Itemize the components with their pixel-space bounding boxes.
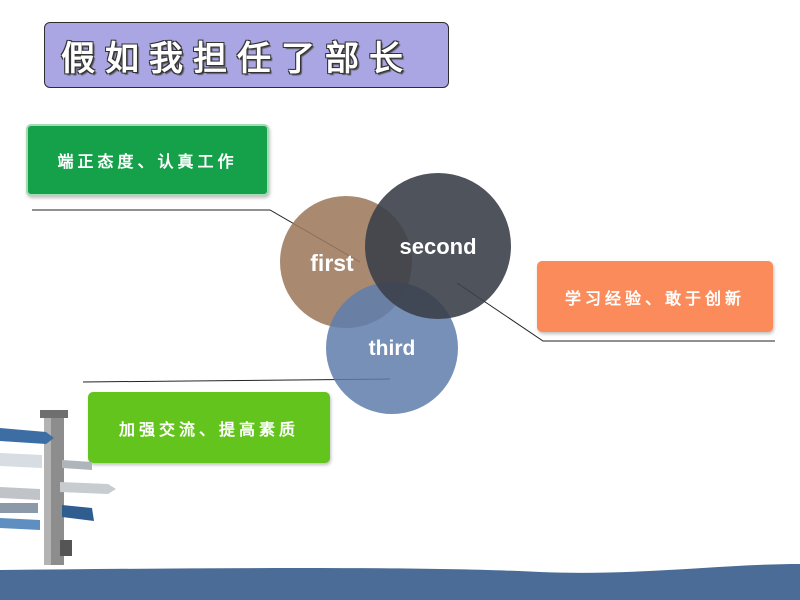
signpost-illustration [0, 410, 116, 565]
bottom-wave-band [0, 564, 800, 600]
label-box-innovation: 学习经验、敢于创新 [537, 261, 773, 332]
circle-label-first: first [310, 250, 354, 276]
connector-line-second [456, 282, 775, 342]
circle-label-second: second [399, 234, 476, 259]
slide-title: 假如我担任了部长 [44, 22, 449, 88]
label-box-communication: 加强交流、提高素质 [88, 392, 330, 463]
circle-second [365, 173, 511, 319]
circle-label-third: third [369, 337, 416, 360]
label-box-attitude: 端正态度、认真工作 [26, 124, 269, 196]
